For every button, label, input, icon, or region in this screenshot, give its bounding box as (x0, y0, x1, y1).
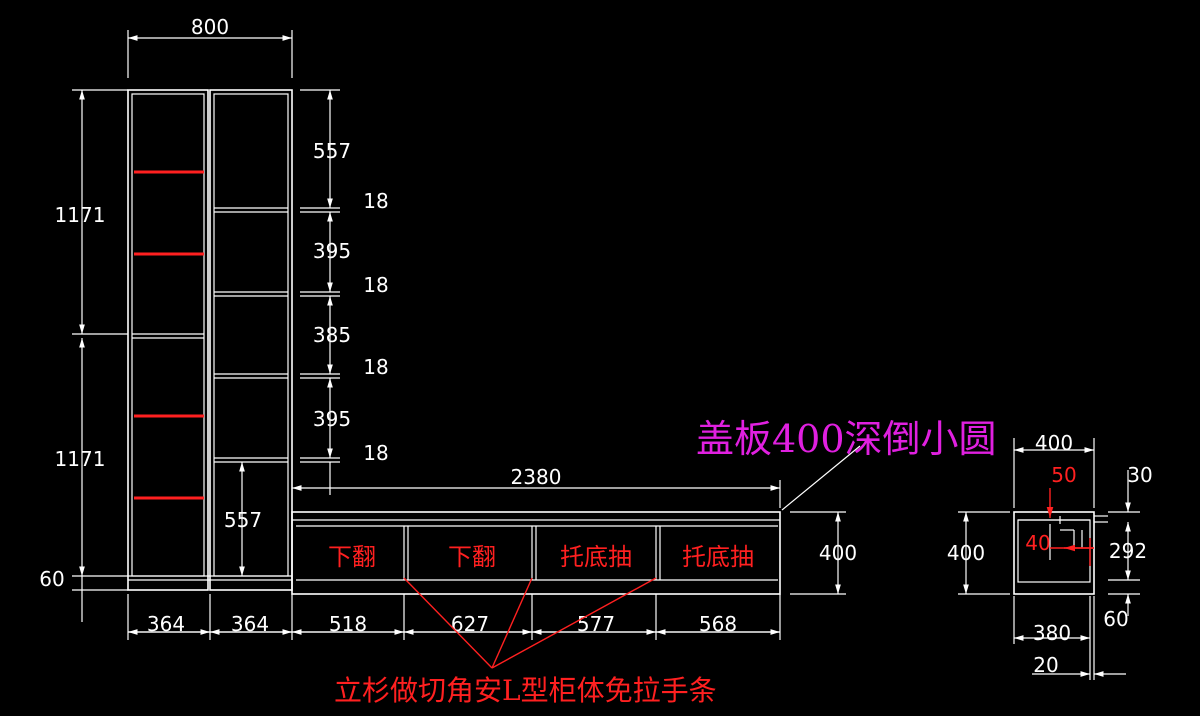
dim-label-800: 800 (191, 15, 229, 39)
section-label-400-top: 400 (1035, 431, 1073, 455)
dim-label-18-c: 18 (363, 355, 388, 379)
dim-label-2380: 2380 (511, 465, 562, 489)
dim-left: 1171 1171 60 (39, 89, 128, 622)
top-board-note: 盖板400深倒小圆 (696, 417, 997, 461)
section-label-60: 60 (1103, 607, 1128, 631)
dim-label-18-a: 18 (363, 189, 388, 213)
section-label-50: 50 (1051, 463, 1076, 487)
dim-label-364-b: 364 (231, 612, 269, 636)
dim-label-1171-upper: 1171 (55, 203, 106, 227)
dim-label-1171-lower: 1171 (55, 447, 106, 471)
dim-right-column: 557 18 395 18 385 18 395 18 557 (224, 89, 389, 576)
section-label-380: 380 (1033, 621, 1071, 645)
drawer-label-3: 托底抽 (560, 543, 632, 571)
dim-label-557-inner: 557 (224, 508, 262, 532)
dim-label-557-a: 557 (313, 139, 351, 163)
bottom-note: 立杉做切角安L型柜体免拉手条 (334, 674, 717, 707)
section-label-292: 292 (1109, 539, 1147, 563)
dim-label-400-tv: 400 (819, 541, 857, 565)
dim-label-18-d: 18 (363, 441, 388, 465)
section-label-20: 20 (1033, 653, 1058, 677)
dim-label-568: 568 (699, 612, 737, 636)
section-label-30: 30 (1127, 463, 1152, 487)
dim-bottom: 364 364 518 627 577 568 (127, 594, 781, 640)
section-label-40: 40 (1025, 531, 1050, 555)
right-bay-shelves (214, 207, 288, 463)
dim-tv-length: 2380 (292, 465, 781, 508)
leader-lines (403, 577, 657, 669)
dim-label-518: 518 (329, 612, 367, 636)
dim-label-385: 385 (313, 323, 351, 347)
dim-label-364-a: 364 (147, 612, 185, 636)
dim-label-395-a: 395 (313, 239, 351, 263)
drawer-label-1: 下翻 (328, 543, 376, 571)
tv-cabinet: 下翻 下翻 托底抽 托底抽 (291, 511, 781, 595)
dim-label-18-b: 18 (363, 273, 388, 297)
dim-label-395-b: 395 (313, 407, 351, 431)
drawer-label-4: 托底抽 (682, 543, 754, 571)
dim-top-width: 800 (127, 15, 293, 78)
drawer-label-2: 下翻 (448, 543, 496, 571)
red-shelf-lines (134, 170, 204, 500)
dim-label-577: 577 (577, 612, 615, 636)
tall-cabinet (127, 89, 293, 591)
dim-tv-height: 400 (790, 511, 857, 595)
section-detail: 50 40 400 400 30 292 60 380 20 (947, 431, 1153, 680)
section-label-400-side: 400 (947, 541, 985, 565)
note-leader-line (781, 445, 861, 511)
dim-label-60-base: 60 (39, 567, 64, 591)
